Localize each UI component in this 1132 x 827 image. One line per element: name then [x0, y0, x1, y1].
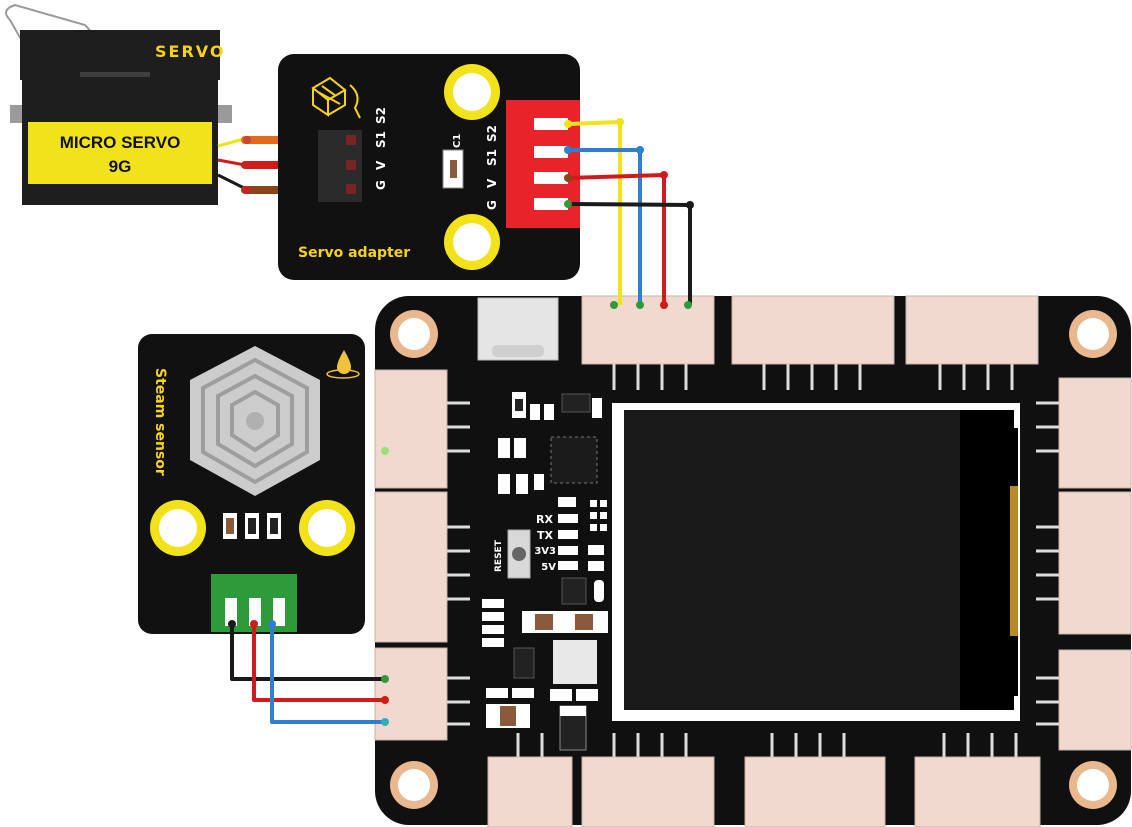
- sensing-traces: [201, 357, 309, 485]
- connector-right-3: [1058, 649, 1132, 751]
- mount-hole-center: [159, 509, 197, 547]
- top-connectors: [581, 295, 1039, 365]
- servo-brand: SERVO: [155, 42, 225, 61]
- steam-sensor-title: Steam sensor: [152, 368, 168, 476]
- smd-components: [482, 392, 608, 751]
- adapter-to-board-cable: [567, 120, 692, 305]
- smd-part-body: [270, 518, 278, 534]
- usb-c-opening: [492, 345, 544, 357]
- lcd-flex-gold: [1010, 486, 1018, 636]
- wire-end: [243, 161, 251, 169]
- connector-slot: [534, 146, 568, 158]
- corner-hole-center: [1077, 318, 1109, 350]
- bottom-connectors: [487, 756, 1041, 827]
- pin-label-v: V: [374, 160, 388, 170]
- bottom-connector-pins: [516, 733, 1018, 757]
- left-connector-pins: [447, 401, 470, 726]
- water-drop-icon: [326, 350, 360, 379]
- left-connectors: [374, 369, 448, 741]
- connector-bottom-1: [487, 756, 573, 827]
- servo-adapter-pcb: [278, 54, 580, 280]
- capacitor-label: C1: [452, 134, 463, 148]
- connector-bottom-2: [581, 756, 715, 827]
- connector-pins: [612, 364, 1014, 390]
- led-label-tx: TX: [537, 529, 554, 542]
- right-connector-pins: [1036, 401, 1059, 726]
- header-pin: [346, 160, 356, 170]
- connector-top-2: [731, 295, 895, 365]
- header-pin: [346, 184, 356, 194]
- corner-hole-center: [1077, 769, 1109, 801]
- reset-button-cap[interactable]: [512, 547, 526, 561]
- capacitor-body: [450, 160, 457, 178]
- wire-ends: [564, 118, 694, 309]
- pin-label-v-right: V: [485, 178, 499, 188]
- mount-hole-center: [308, 509, 346, 547]
- led-label-rx: RX: [536, 513, 553, 526]
- wire-signal-blue: [270, 624, 385, 724]
- micro-servo: SERVO MICRO SERVO 9G: [5, 3, 232, 205]
- pin-label-s2: S2: [374, 107, 388, 124]
- mount-hole-center: [453, 223, 491, 261]
- led-label-3v3: 3V3: [534, 546, 556, 557]
- connector-top-3: [905, 295, 1039, 365]
- wire-power-red: [567, 173, 666, 305]
- pin-label-g-right: G: [485, 200, 499, 210]
- lcd-edge: [960, 410, 1014, 710]
- pin-label-s1: S1: [374, 131, 388, 148]
- servo-body-top: [20, 30, 220, 80]
- wire-end: [243, 136, 251, 144]
- reset-label: RESET: [494, 539, 504, 572]
- connector-left-2: [374, 491, 448, 643]
- resistor-body: [226, 518, 234, 534]
- connector-marker: [381, 447, 389, 455]
- wire-end: [243, 186, 251, 194]
- connector-slot: [249, 598, 261, 626]
- servo-label: [28, 122, 212, 184]
- connector-slot: [273, 598, 285, 626]
- connector-top-1: [581, 295, 715, 365]
- right-connectors: [1058, 377, 1132, 751]
- inductor: [553, 640, 597, 684]
- pin-label-g: G: [374, 180, 388, 190]
- corner-hole-center: [398, 318, 430, 350]
- connector-slot: [225, 598, 237, 626]
- wire-ground-black: [567, 202, 692, 305]
- connector-left-3: [374, 647, 448, 741]
- pin-label-s1-right: S1: [485, 149, 499, 166]
- mcu-chip: [550, 436, 598, 484]
- lcd-screen: [624, 410, 960, 710]
- mount-hole-center: [453, 73, 491, 111]
- servo-adapter-title: Servo adapter: [298, 245, 410, 261]
- connector-left-1: [374, 369, 448, 489]
- logo-icon: [311, 76, 361, 119]
- connector-slot: [534, 118, 568, 130]
- led-label-5v: 5V: [541, 562, 556, 573]
- servo-label-line2: 9G: [109, 157, 132, 176]
- wire-power-red: [252, 624, 385, 702]
- smd-part-body: [248, 518, 256, 534]
- connector-bottom-3: [744, 756, 886, 827]
- sensor-center: [246, 412, 264, 430]
- connector-right-1: [1058, 377, 1132, 489]
- pin-label-s2-right: S2: [485, 125, 499, 142]
- steam-sensor-board: Steam sensor G V S: [138, 334, 365, 634]
- servo-label-line1: MICRO SERVO: [60, 133, 181, 152]
- servo-adapter-board: G V S1 S2 C1 G V S1 S2 Servo adapter: [278, 54, 580, 280]
- connector-slot: [534, 198, 568, 210]
- connector-slot: [534, 172, 568, 184]
- header-pin: [346, 135, 356, 145]
- wire-ground-black: [230, 624, 385, 681]
- sensor-to-board-cable: [230, 624, 385, 724]
- main-controller-board: RESET RX TX 3V3 5V: [374, 295, 1132, 827]
- corner-hole-center: [398, 769, 430, 801]
- connector-right-2: [1058, 491, 1132, 635]
- wire-ends: [228, 620, 389, 726]
- servo-sticker-line: [80, 72, 150, 77]
- connector-bottom-4: [914, 756, 1041, 827]
